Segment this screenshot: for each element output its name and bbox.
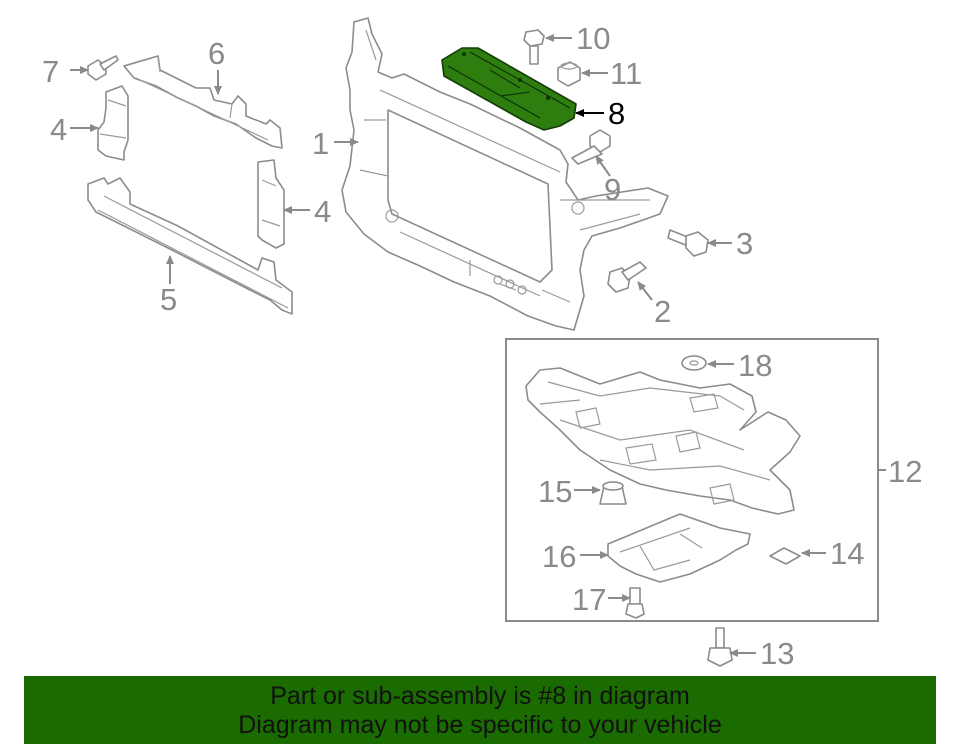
callout-2: 2: [654, 294, 671, 329]
bolt-7-icon: [87, 55, 119, 81]
part-12-under-cover: [525, 367, 801, 515]
callout-12: 12: [888, 454, 922, 489]
group-12-frame: [505, 338, 879, 622]
washer-18-icon: [681, 355, 707, 371]
callout-14: 14: [830, 536, 864, 571]
callout-18: 18: [738, 348, 772, 383]
callout-8: 8: [608, 96, 625, 131]
bolt-3-icon: [667, 229, 709, 257]
callout-16: 16: [542, 539, 576, 574]
part-4-left-air-guide: [97, 85, 129, 161]
info-banner: Part or sub-assembly is #8 in diagram Di…: [24, 676, 936, 744]
callout-11: 11: [610, 56, 642, 91]
callout-5: 5: [160, 282, 177, 317]
callout-4-left: 4: [50, 112, 67, 147]
part-1-carrier: [341, 17, 669, 331]
callout-4-right: 4: [314, 194, 331, 229]
bolt-9-icon: [571, 129, 611, 165]
clip-15-icon: [599, 481, 627, 505]
callout-10: 10: [576, 21, 610, 56]
part-6-upper-air-guide: [123, 55, 283, 149]
callout-9: 9: [604, 172, 621, 207]
bolt-13-icon: [707, 627, 733, 667]
screw-17-icon: [625, 587, 645, 619]
banner-line-2: Diagram may not be specific to your vehi…: [238, 711, 722, 739]
callout-3: 3: [736, 226, 753, 261]
part-8-upper-cover: [441, 47, 577, 131]
part-5-lower-air-guide: [87, 177, 293, 315]
leader-lines: [70, 34, 886, 657]
nut-14-icon: [769, 547, 801, 565]
callout-1: 1: [312, 126, 329, 161]
callout-13: 13: [760, 636, 794, 671]
callout-7: 7: [42, 54, 59, 89]
callout-6: 6: [208, 36, 225, 71]
part-16-panel: [607, 513, 751, 583]
part-4-right-air-guide: [257, 159, 285, 249]
bolt-2-icon: [607, 261, 647, 293]
nut-11-icon: [557, 61, 581, 87]
banner-line-1: Part or sub-assembly is #8 in diagram: [270, 682, 690, 710]
callout-15: 15: [538, 474, 572, 509]
bolt-10-icon: [523, 29, 545, 65]
callout-17: 17: [572, 582, 606, 617]
